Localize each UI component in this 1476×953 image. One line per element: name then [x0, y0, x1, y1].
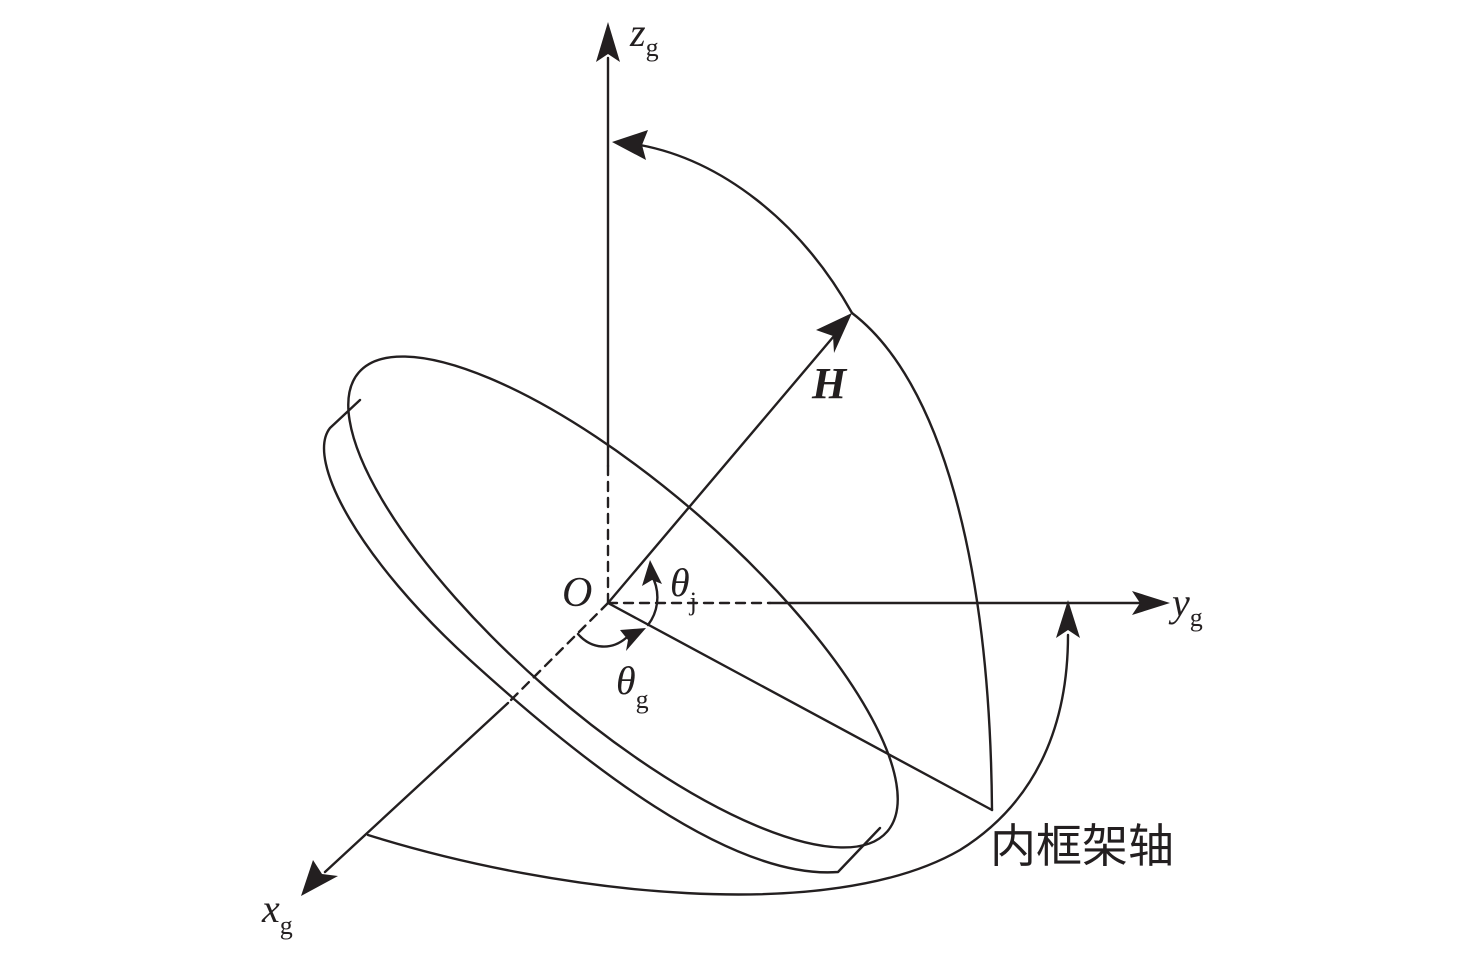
- arc-bottom-xy: [366, 633, 1070, 896]
- theta-j-arc: [646, 578, 659, 627]
- arc-upper-segment: [638, 143, 854, 315]
- xg-label: xg: [261, 886, 293, 940]
- yg-axis-arrowhead: [1132, 591, 1170, 615]
- arc-bottom-arrowhead: [1056, 600, 1080, 638]
- inner-gimbal-axis-line: [606, 601, 994, 812]
- zg-label: zg: [629, 10, 659, 62]
- yg-label: yg: [1168, 580, 1203, 632]
- arc-z-arrowhead: [612, 130, 648, 160]
- xg-axis-arrowhead: [301, 860, 338, 896]
- theta-g-label: θg: [616, 658, 649, 714]
- momentum-vector-H: [606, 334, 836, 605]
- xg-axis: [323, 701, 510, 874]
- inner-gimbal-axis-label: 内框架轴: [990, 819, 1174, 873]
- theta-g-arrowhead: [620, 628, 646, 651]
- origin-label: O: [562, 570, 592, 616]
- arc-lower-segment: [850, 311, 994, 812]
- theta-j-arrowhead: [642, 560, 662, 586]
- theta-j-label: θj: [670, 560, 697, 616]
- momentum-vector-arrowhead: [816, 313, 852, 353]
- xg-axis-hidden-segment: [506, 601, 610, 705]
- rotor-front-face: [347, 355, 899, 849]
- rotor-rim: [322, 398, 882, 874]
- momentum-label: H: [811, 359, 848, 408]
- theta-g-arc: [576, 632, 628, 648]
- zg-axis-arrowhead: [596, 22, 620, 62]
